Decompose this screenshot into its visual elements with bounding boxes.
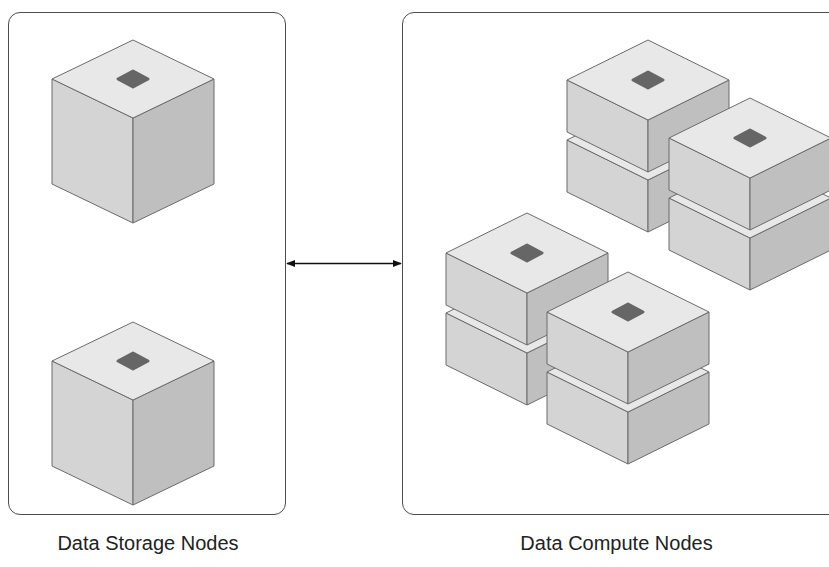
status-light (118, 353, 148, 369)
box-top-face (567, 40, 729, 120)
box-top-face (52, 322, 214, 400)
status-light (633, 72, 663, 88)
compute-server (669, 98, 829, 230)
box-top-face (52, 40, 214, 118)
group-heading: Data Compute Nodes (403, 532, 829, 555)
box-top-face (446, 213, 608, 293)
status-light (118, 71, 148, 87)
storage-server (52, 40, 214, 223)
compute-server (547, 272, 709, 404)
box-top-face (669, 98, 829, 178)
storage-server (52, 322, 214, 505)
status-light (735, 130, 765, 146)
data-link-arrow (287, 263, 401, 265)
server-group-panel: Data Storage Nodes (8, 12, 286, 515)
server-group-panel: Data Compute Nodes (402, 12, 829, 515)
status-light (613, 304, 643, 320)
box-top-face (547, 272, 709, 352)
group-heading: Data Storage Nodes (9, 532, 287, 555)
status-light (512, 245, 542, 261)
